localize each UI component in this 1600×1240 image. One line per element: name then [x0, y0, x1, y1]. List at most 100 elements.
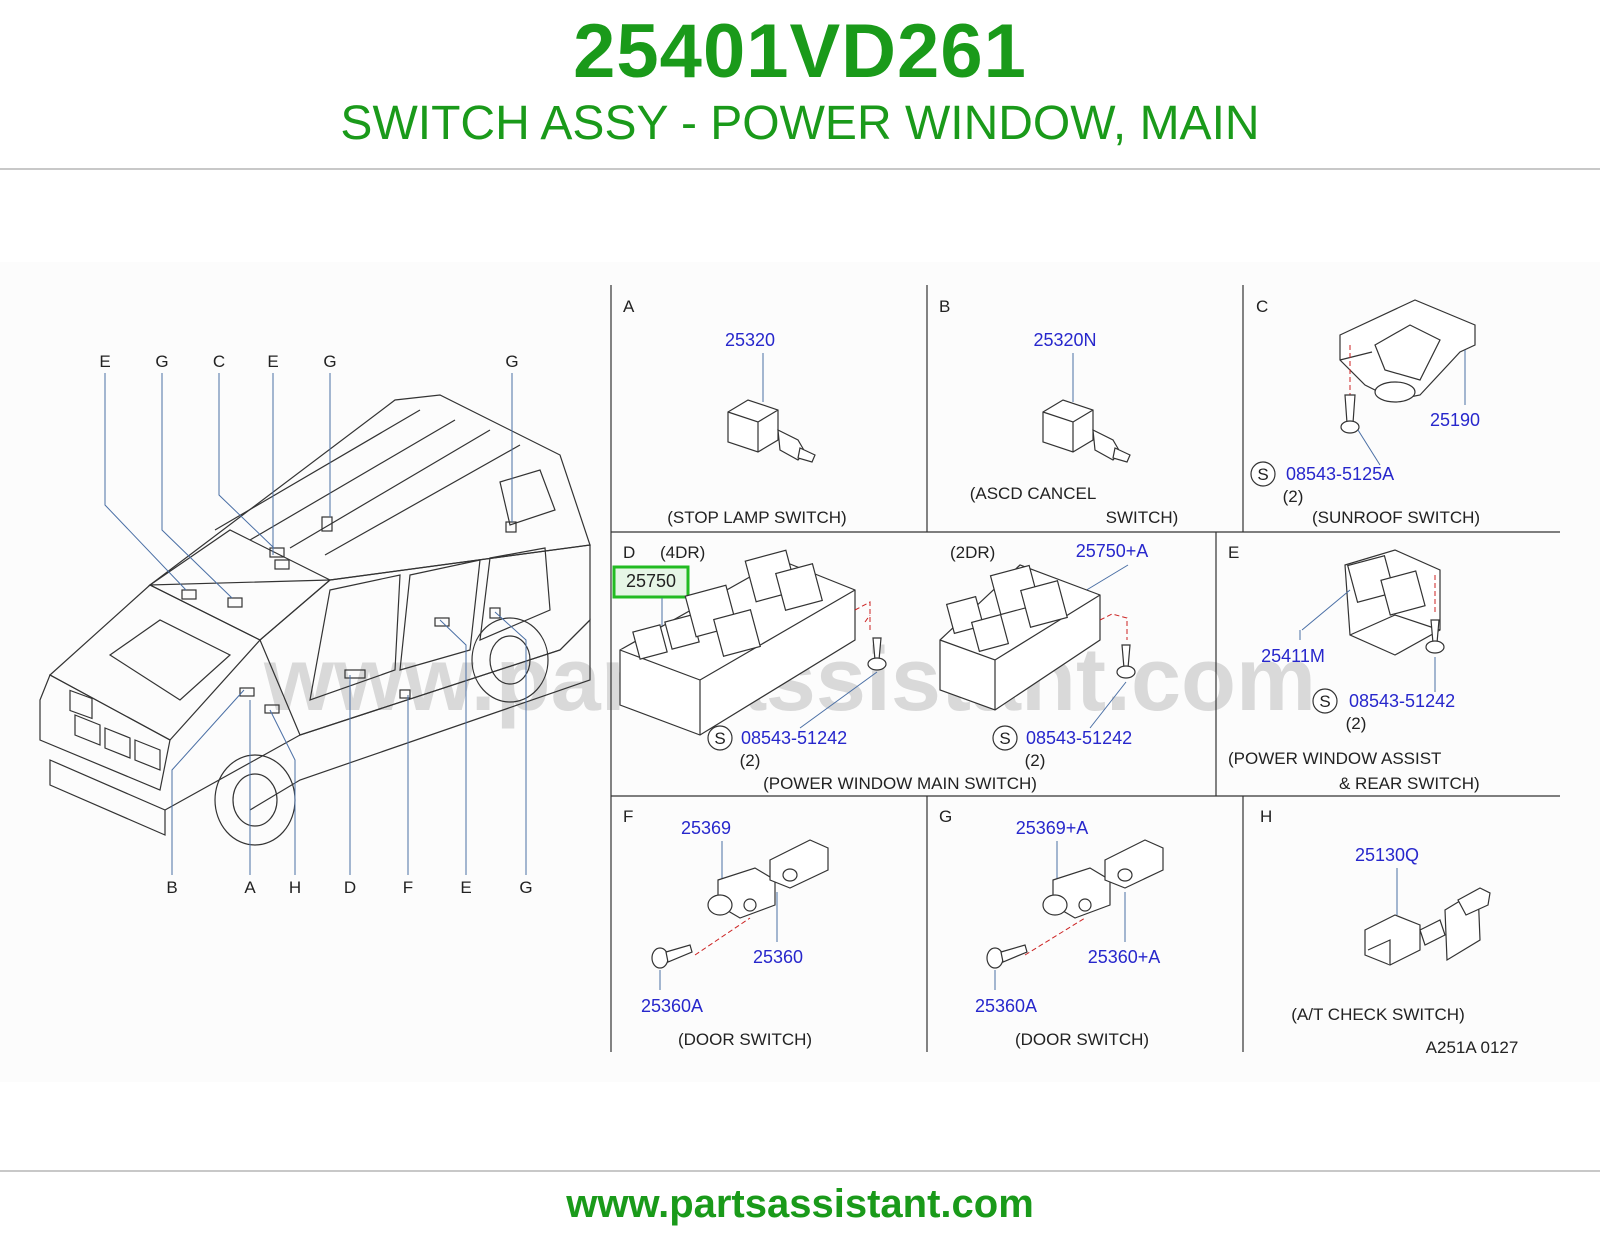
screw-icon — [1116, 644, 1136, 679]
screw-part-label[interactable]: 08543-51242 — [741, 728, 847, 748]
panel-letter: D — [623, 543, 635, 562]
screw-symbol-badge — [1250, 461, 1276, 487]
panel-caption: (A/T CHECK SWITCH) — [1291, 1005, 1464, 1024]
callout-label: C — [213, 352, 225, 371]
panel-letter: C — [1256, 297, 1268, 316]
panel-letter: A — [623, 297, 635, 316]
diagram-reference: A251A 0127 — [1426, 1038, 1519, 1057]
part-label[interactable]: 25369+A — [1016, 818, 1089, 838]
panel-grid — [610, 285, 1560, 1052]
callout-label: H — [289, 878, 301, 897]
screw-part-label[interactable]: 08543-5125A — [1286, 464, 1394, 484]
screw-icon — [1425, 619, 1445, 654]
part-label[interactable]: 25130Q — [1355, 845, 1419, 865]
panel-h: H 25130Q (A/T CHECK SWITCH) A251A 0127 — [1260, 807, 1518, 1057]
callout-label: G — [323, 352, 336, 371]
panel-caption: (DOOR SWITCH) — [678, 1030, 812, 1049]
screw-symbol: S — [1319, 692, 1330, 711]
power-window-main-switch-2dr-icon — [939, 564, 1101, 711]
screw-part-label[interactable]: 08543-51242 — [1349, 691, 1455, 711]
screw-symbol-badge — [1312, 688, 1338, 714]
screw-icon — [651, 944, 693, 969]
panel-b: B 25320N (ASCD CANCEL SWITCH) — [939, 297, 1178, 527]
panel-caption: (POWER WINDOW ASSIST — [1228, 749, 1441, 768]
panel-letter: B — [939, 297, 950, 316]
panel-letter: G — [939, 807, 952, 826]
part-label[interactable]: 25320 — [725, 330, 775, 350]
sunroof-switch-icon — [1339, 299, 1476, 403]
part-label[interactable]: 25190 — [1430, 410, 1480, 430]
part-label[interactable]: 25360 — [753, 947, 803, 967]
door-switch-housing-icon — [769, 839, 829, 889]
panel-a: A 25320 (STOP LAMP SWITCH) — [623, 297, 847, 527]
screw-icon — [1340, 394, 1360, 434]
door-switch-housing-icon — [1104, 839, 1164, 889]
screw-part-label[interactable]: 08543-51242 — [1026, 728, 1132, 748]
highlight-box — [612, 565, 690, 599]
panel-caption: & REAR SWITCH) — [1339, 774, 1480, 793]
diagram-svg: www.partsassistant.com — [39, 285, 1560, 1057]
screw-qty: (2) — [1283, 487, 1304, 506]
callout-label: F — [403, 878, 413, 897]
vehicle-illustration — [39, 394, 591, 846]
bottom-callouts: B A H D F E G — [166, 878, 532, 897]
footer-divider — [0, 1170, 1600, 1172]
callout-label: E — [267, 352, 278, 371]
top-callouts: E G C E G G — [99, 352, 518, 371]
panel-c: C 25190 S 08543-5125A (2) (SUNROOF SWITC… — [1250, 297, 1480, 527]
header-divider — [0, 168, 1600, 170]
panel-d-4dr: D (4DR) 25750 S 08543-51242 (2) — [612, 543, 887, 770]
ascd-cancel-switch-icon — [1042, 399, 1131, 463]
screw-symbol: S — [1257, 465, 1268, 484]
part-label[interactable]: 25360+A — [1088, 947, 1161, 967]
at-check-switch-icon — [1364, 887, 1491, 966]
footer-url[interactable]: www.partsassistant.com — [566, 1182, 1034, 1226]
part-label[interactable]: 25320N — [1033, 330, 1096, 350]
screw-qty: (2) — [1346, 714, 1367, 733]
callout-label: G — [519, 878, 532, 897]
door-switch-plunger-icon — [707, 867, 776, 919]
panel-letter: H — [1260, 807, 1272, 826]
power-window-assist-switch-icon — [1344, 549, 1441, 656]
panel-d-2dr: (2DR) 25750+A S 08543-51242 (2) (POWER W… — [763, 541, 1148, 793]
panel-variant: (4DR) — [660, 543, 705, 562]
callout-label: G — [505, 352, 518, 371]
part-label[interactable]: 25360A — [641, 996, 703, 1016]
screw-symbol-badge — [707, 725, 733, 751]
panel-caption: (POWER WINDOW MAIN SWITCH) — [763, 774, 1037, 793]
parts-diagram: www.partsassistant.com — [0, 262, 1600, 1082]
panel-g: G 25369+A 25360+A 25360A (DOOR SWITCH) — [939, 807, 1164, 1049]
callout-label: B — [166, 878, 177, 897]
panel-caption: SWITCH) — [1106, 508, 1179, 527]
panel-f: F 25369 25360 25360A (DOOR SWITCH) — [623, 807, 829, 1049]
page-header: 25401VD261 SWITCH ASSY - POWER WINDOW, M… — [0, 0, 1600, 170]
panel-letter: F — [623, 807, 633, 826]
screw-symbol: S — [999, 729, 1010, 748]
panel-caption: (SUNROOF SWITCH) — [1312, 508, 1480, 527]
callout-label: E — [460, 878, 471, 897]
screw-qty: (2) — [1025, 751, 1046, 770]
part-label[interactable]: 25750+A — [1076, 541, 1149, 561]
panel-letter: E — [1228, 543, 1239, 562]
panel-e: E 25411M S 08543-51242 (2) (POWER WINDOW… — [1228, 543, 1480, 793]
door-switch-plunger-icon — [1042, 867, 1111, 919]
stop-lamp-switch-icon — [727, 399, 816, 463]
part-title: SWITCH ASSY - POWER WINDOW, MAIN — [340, 97, 1260, 150]
callout-label: E — [99, 352, 110, 371]
power-window-main-switch-4dr-icon — [619, 549, 856, 736]
panel-caption: (DOOR SWITCH) — [1015, 1030, 1149, 1049]
callout-leaders — [104, 373, 527, 875]
screw-symbol: S — [714, 729, 725, 748]
highlighted-part-label[interactable]: 25750 — [626, 571, 676, 591]
part-label[interactable]: 25369 — [681, 818, 731, 838]
panel-caption: (ASCD CANCEL — [970, 484, 1097, 503]
callout-label: A — [244, 878, 256, 897]
callout-label: G — [155, 352, 168, 371]
callout-label: D — [344, 878, 356, 897]
panel-variant: (2DR) — [950, 543, 995, 562]
part-label[interactable]: 25411M — [1261, 646, 1325, 666]
part-number: 25401VD261 — [573, 9, 1027, 94]
screw-icon — [986, 944, 1028, 969]
screw-icon — [867, 637, 887, 671]
part-label[interactable]: 25360A — [975, 996, 1037, 1016]
